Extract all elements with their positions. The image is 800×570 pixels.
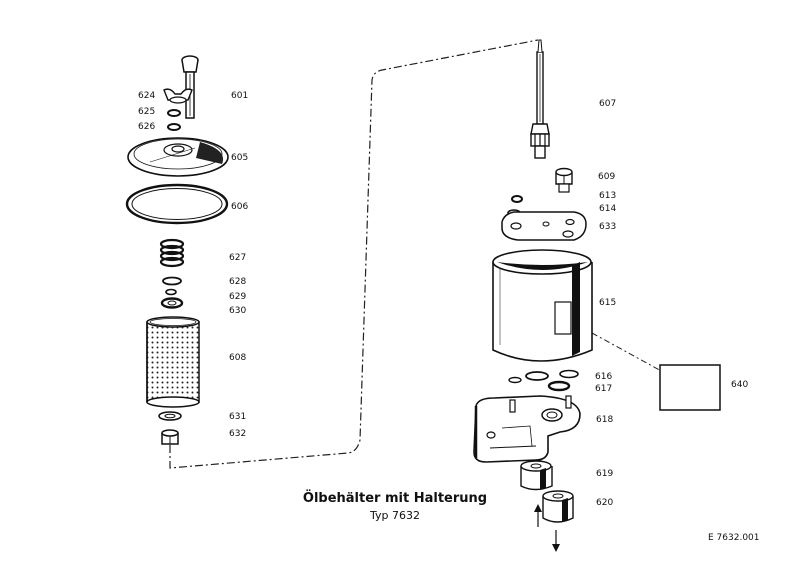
label-620: 620 bbox=[596, 498, 614, 508]
part-605-lid bbox=[127, 137, 229, 177]
diagram-title: Ölbehälter mit Halterung bbox=[302, 491, 488, 506]
label-633: 633 bbox=[599, 222, 617, 232]
label-618: 618 bbox=[596, 415, 614, 425]
part-601-knob bbox=[181, 55, 199, 119]
part-626-washer bbox=[167, 123, 181, 131]
part-606-gasket bbox=[125, 183, 229, 225]
part-640-label-plate bbox=[659, 364, 721, 411]
part-615-tank-cylinder bbox=[492, 249, 593, 362]
part-616-617-seal-rings bbox=[525, 369, 579, 392]
label-607: 607 bbox=[599, 99, 617, 109]
part-627-spring bbox=[159, 238, 185, 268]
label-628: 628 bbox=[229, 277, 247, 287]
part-632-nut bbox=[161, 429, 179, 445]
part-607-rod-fitting bbox=[530, 39, 550, 159]
label-627: 627 bbox=[229, 253, 247, 263]
label-608: 608 bbox=[229, 353, 247, 363]
label-632: 632 bbox=[229, 429, 247, 439]
label-626: 626 bbox=[138, 122, 156, 132]
label-625: 625 bbox=[138, 107, 156, 117]
label-624: 624 bbox=[138, 91, 156, 101]
direction-arrow-down bbox=[552, 530, 560, 552]
label-601: 601 bbox=[231, 91, 249, 101]
part-609-plug-screw bbox=[555, 167, 573, 193]
direction-arrow-up bbox=[534, 504, 542, 527]
part-613-washer bbox=[511, 195, 523, 203]
part-630-seal bbox=[160, 297, 184, 309]
assembly-leader-left bbox=[169, 39, 539, 469]
label-614: 614 bbox=[599, 204, 617, 214]
part-629-washer bbox=[165, 288, 177, 296]
label-619: 619 bbox=[596, 469, 614, 479]
drawing-code: E 7632.001 bbox=[708, 533, 760, 543]
label-605: 605 bbox=[231, 153, 249, 163]
label-616: 616 bbox=[595, 372, 613, 382]
label-631: 631 bbox=[229, 412, 247, 422]
part-616-washer bbox=[508, 376, 522, 384]
label-617: 617 bbox=[595, 384, 613, 394]
part-618-bracket bbox=[473, 395, 581, 463]
part-624-wing-nut bbox=[163, 88, 193, 104]
label-615: 615 bbox=[599, 298, 617, 308]
part-620-block bbox=[542, 490, 574, 523]
diagram-subtitle: Typ 7632 bbox=[370, 509, 420, 522]
part-625-washer bbox=[167, 109, 181, 117]
part-628-washer bbox=[162, 276, 182, 286]
label-606: 606 bbox=[231, 202, 249, 212]
label-609: 609 bbox=[598, 172, 616, 182]
label-613: 613 bbox=[599, 191, 617, 201]
label-630: 630 bbox=[229, 306, 247, 316]
part-619-spacer bbox=[520, 460, 553, 491]
label-629: 629 bbox=[229, 292, 247, 302]
part-608-filter-cartridge bbox=[146, 316, 200, 408]
part-631-washer bbox=[158, 411, 182, 421]
label-plate-leader bbox=[591, 332, 666, 374]
label-640: 640 bbox=[731, 380, 749, 390]
part-633-gasket-plate bbox=[501, 211, 587, 241]
